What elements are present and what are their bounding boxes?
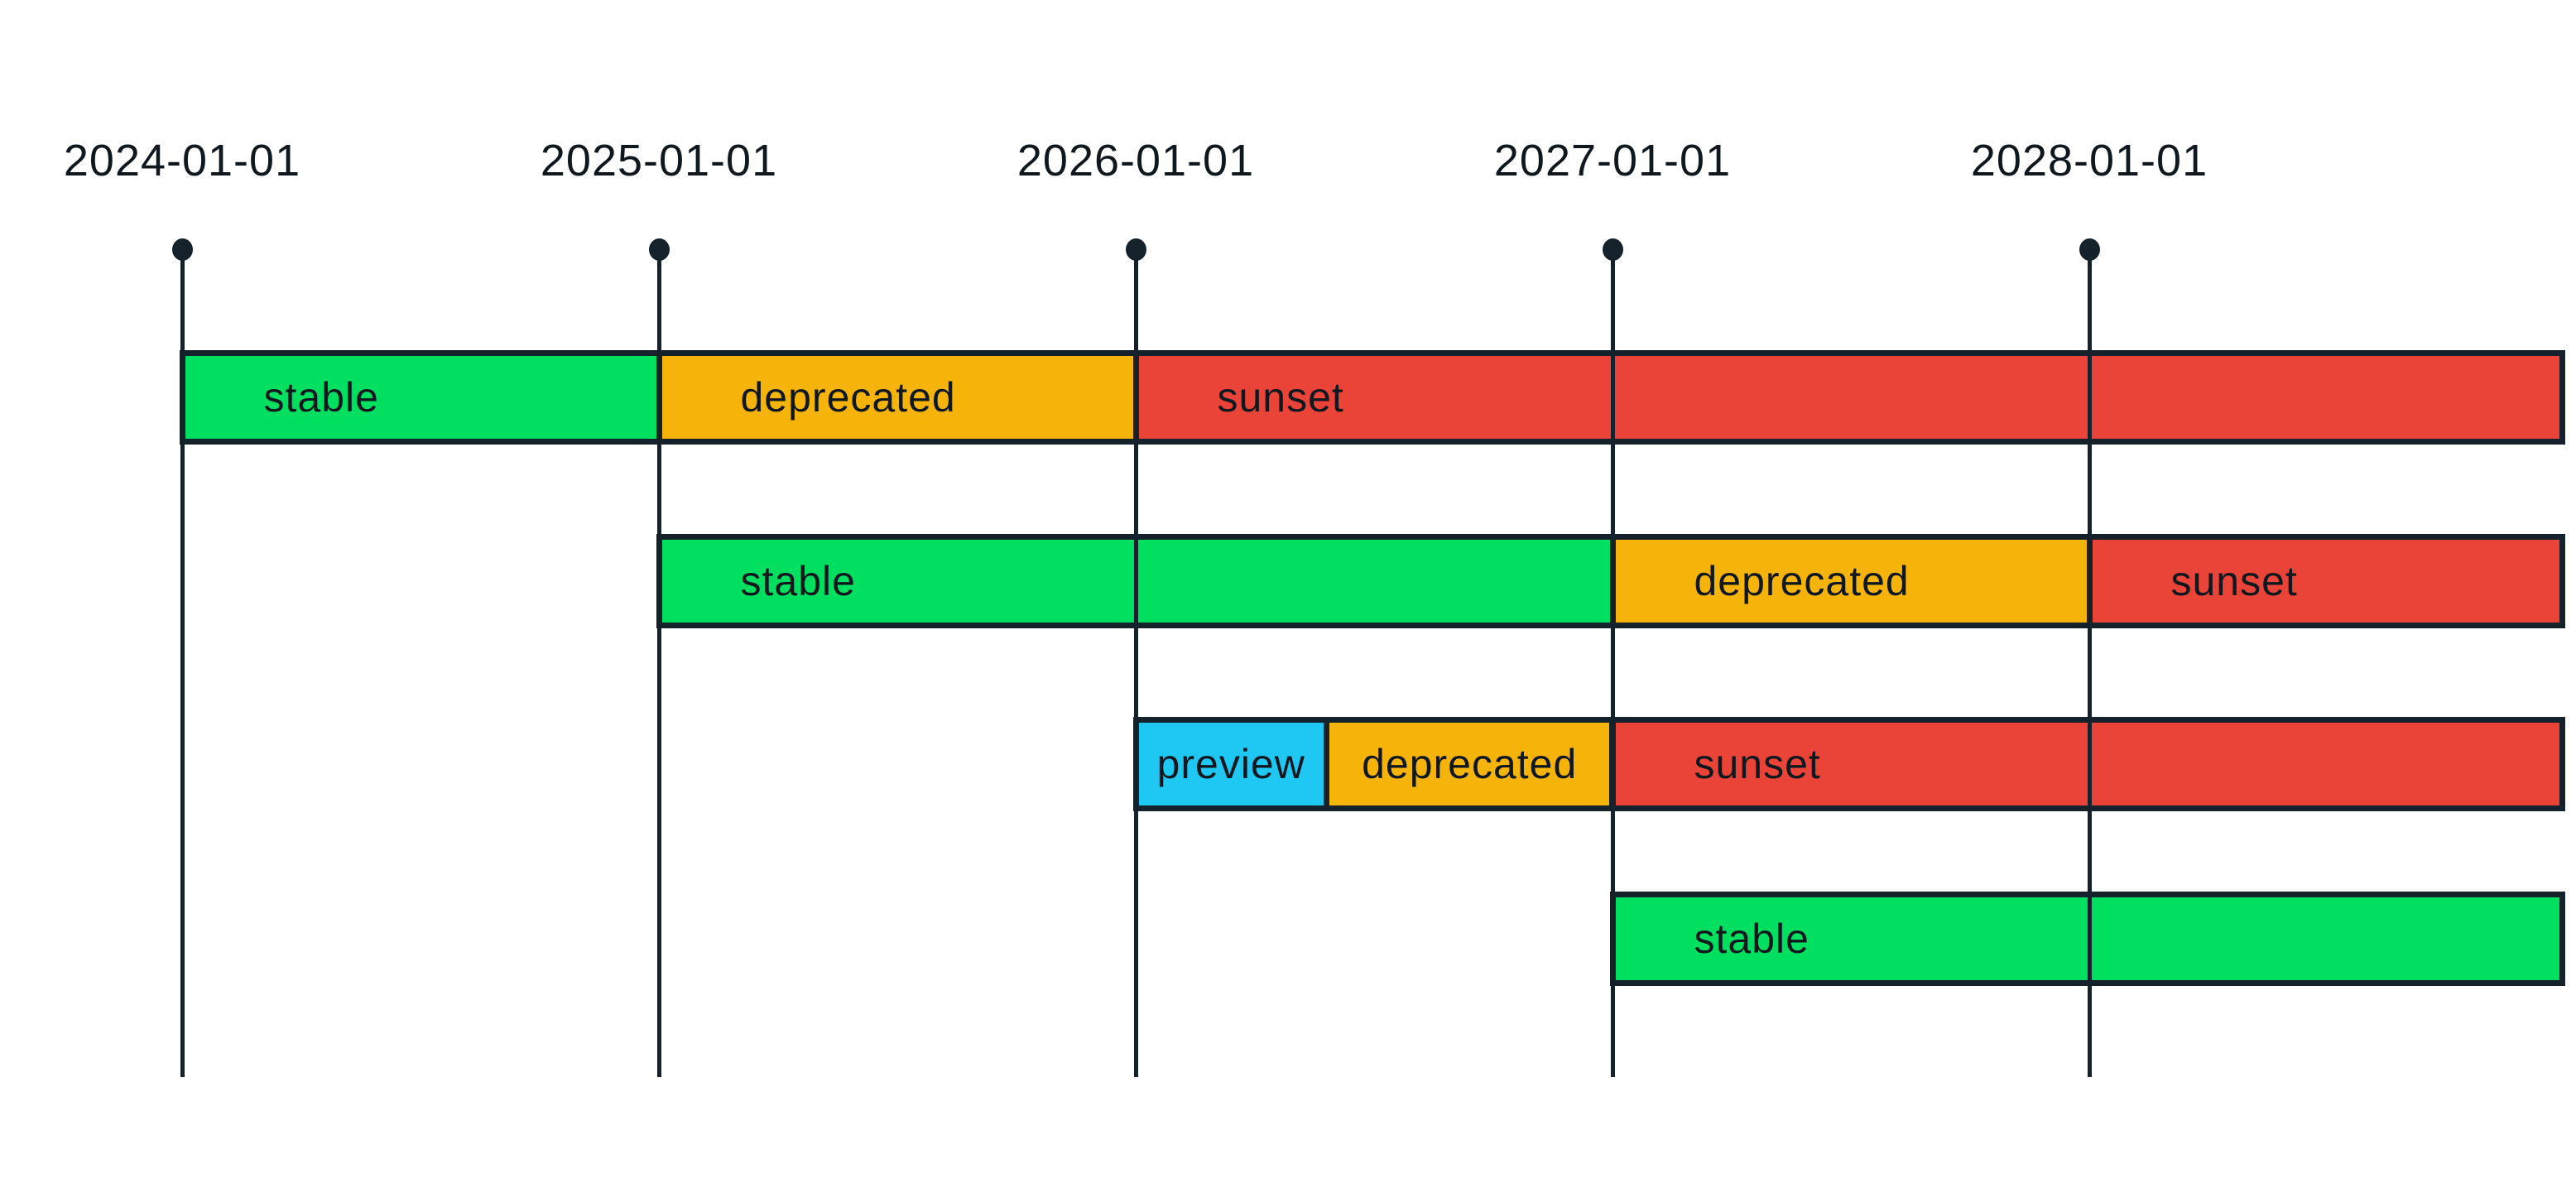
segment-label: sunset <box>1217 374 1344 421</box>
year-line-2025 <box>656 249 661 1077</box>
timeline-row-3: preview deprecated sunset <box>0 717 2576 811</box>
segment-label: deprecated <box>740 374 956 421</box>
year-tick-label: 2024-01-01 <box>63 136 301 185</box>
year-dot-icon <box>1602 238 1623 261</box>
segment-label: deprecated <box>1362 741 1578 787</box>
year-line-2024 <box>180 249 185 1077</box>
year-dot-icon <box>648 238 670 261</box>
year-dot-icon <box>2079 238 2100 261</box>
year-tick-label: 2025-01-01 <box>540 136 778 185</box>
year-tick-label: 2027-01-01 <box>1493 136 1732 185</box>
segment-sunset: sunset <box>1132 350 2565 445</box>
segment-preview: preview <box>1132 717 1329 811</box>
segment-label: stable <box>740 558 856 604</box>
segment-label: sunset <box>2170 558 2298 604</box>
segment-label: stable <box>263 374 379 421</box>
segment-deprecated: deprecated <box>1323 717 1616 811</box>
segment-label: deprecated <box>1694 558 1910 604</box>
timeline-row-4: stable <box>0 892 2576 986</box>
year-dot-icon <box>1125 238 1146 261</box>
segment-label: sunset <box>1694 741 1821 787</box>
segment-deprecated: deprecated <box>1609 534 2093 628</box>
segment-stable: stable <box>179 350 662 445</box>
segment-label: stable <box>1694 916 1809 962</box>
timeline-row-2: stable deprecated sunset <box>0 534 2576 628</box>
year-dot-icon <box>171 238 193 261</box>
year-line-2027 <box>1610 249 1615 1077</box>
year-line-2026 <box>1133 249 1138 1077</box>
year-line-2028 <box>2087 249 2092 1077</box>
year-tick-label: 2028-01-01 <box>1970 136 2208 185</box>
segment-label: preview <box>1156 741 1305 787</box>
segment-deprecated: deprecated <box>656 350 1139 445</box>
segment-sunset: sunset <box>2086 534 2565 628</box>
year-tick-label: 2026-01-01 <box>1016 136 1255 185</box>
timeline-row-1: stable deprecated sunset <box>0 350 2576 445</box>
